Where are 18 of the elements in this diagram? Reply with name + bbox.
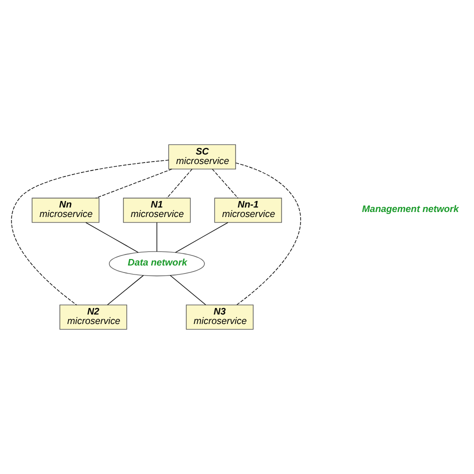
label: Management network bbox=[362, 204, 459, 216]
node-box: Nn microservice bbox=[32, 198, 100, 223]
connector bbox=[107, 275, 144, 306]
connector bbox=[86, 222, 139, 253]
connector bbox=[156, 222, 158, 252]
connector bbox=[212, 168, 238, 198]
connector bbox=[95, 168, 172, 198]
connector bbox=[11, 160, 169, 306]
connector bbox=[175, 222, 228, 253]
node-box: N2 microservice bbox=[59, 304, 128, 330]
connector bbox=[235, 162, 301, 306]
node-box: N1 microservice bbox=[123, 198, 191, 223]
node-box: N3 microservice bbox=[186, 304, 254, 330]
node-box: SC microservice bbox=[168, 144, 236, 170]
node-box: Nn-1 microservice bbox=[214, 198, 282, 223]
connector bbox=[166, 168, 192, 198]
node-ellipse: Data network bbox=[108, 251, 205, 276]
connector bbox=[170, 275, 206, 306]
